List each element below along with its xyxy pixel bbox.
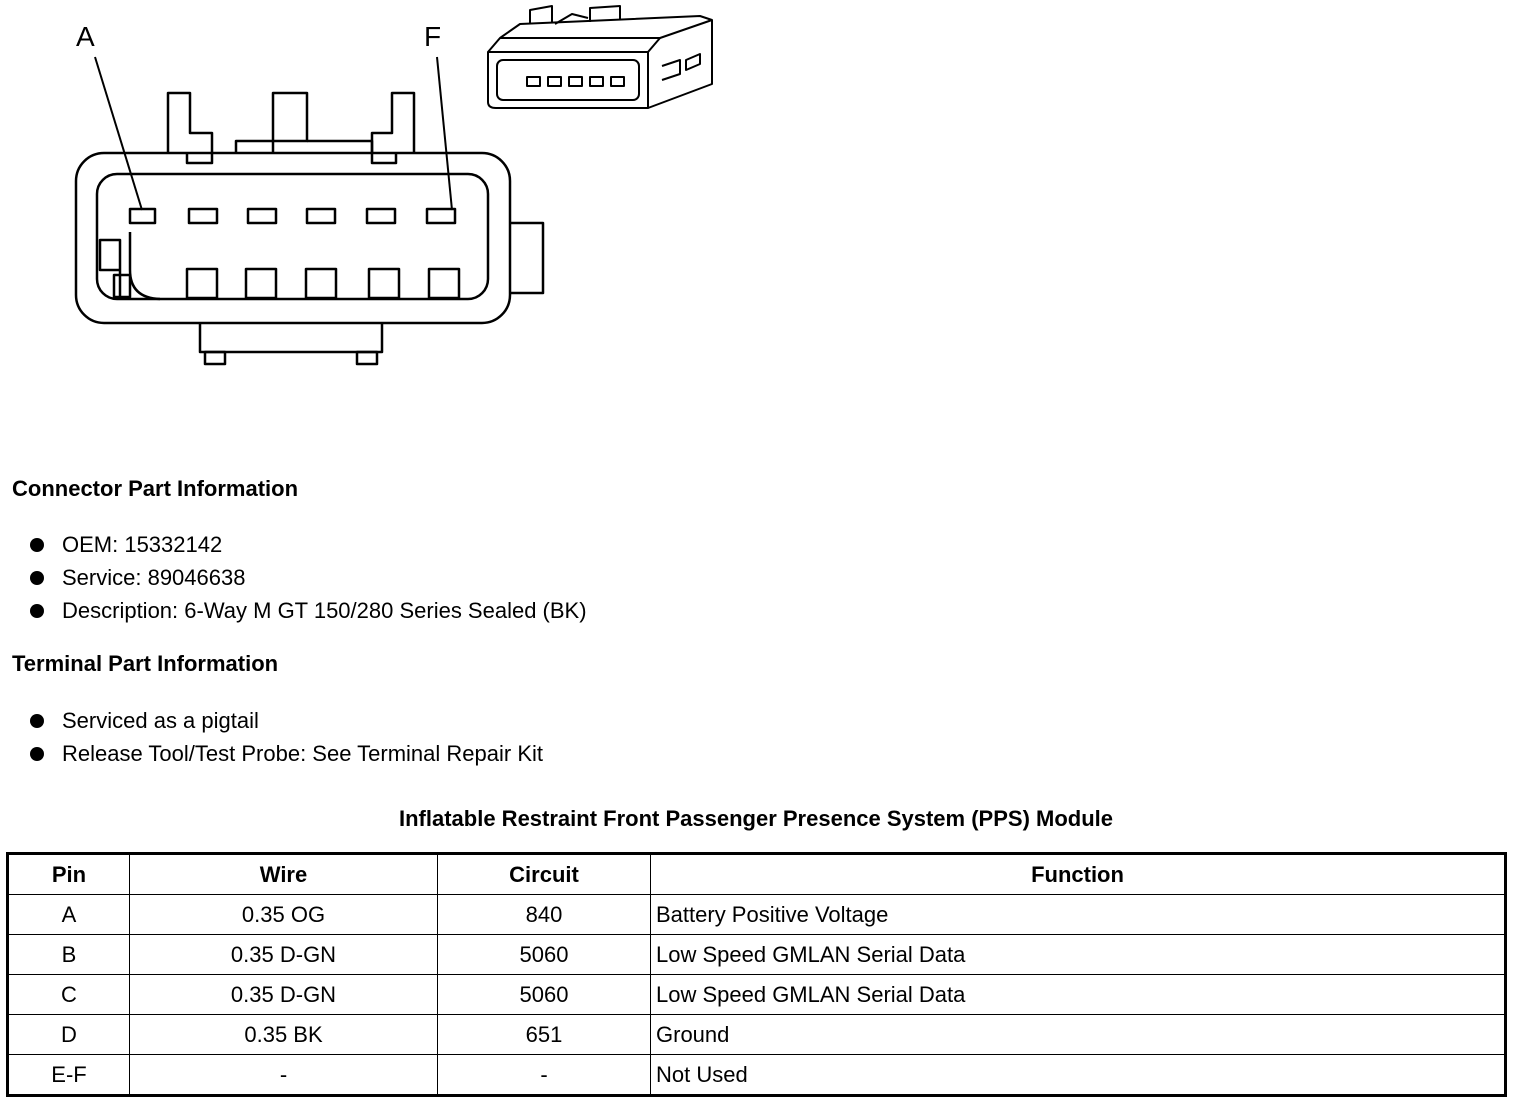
table-title: Inflatable Restraint Front Passenger Pre… [399,806,1113,831]
function-cell: Not Used [650,1054,1506,1096]
pin-label-a: A [76,21,95,52]
table-row: B 0.35 D-GN 5060 Low Speed GMLAN Serial … [7,934,1506,975]
connector-part-info-list: OEM: 15332142 Service: 89046638 Descript… [28,528,587,627]
pin-label-f: F [424,21,441,52]
circuit-cell: 5060 [437,934,651,975]
table-row: E-F - - Not Used [7,1054,1506,1096]
bullet-icon [30,571,44,585]
bullet-icon [30,538,44,552]
column-header-circuit: Circuit [437,853,651,895]
pin-cell: D [7,1014,130,1055]
connector-diagram: A F [74,5,713,366]
table-row: A 0.35 OG 840 Battery Positive Voltage [7,894,1506,935]
bullet-icon [30,747,44,761]
terminal-part-info-heading: Terminal Part Information [12,651,279,676]
connector-part-info-heading: Connector Part Information [12,476,299,501]
circuit-cell: 651 [437,1014,651,1055]
column-header-pin: Pin [7,853,130,895]
function-cell: Ground [650,1014,1506,1055]
pin-cell: E-F [7,1054,130,1096]
service-number: Service: 89046638 [62,565,246,590]
terminal-service-note: Serviced as a pigtail [62,708,259,733]
terminal-part-info-list: Serviced as a pigtail Release Tool/Test … [28,704,543,770]
list-item: Serviced as a pigtail [28,704,543,737]
function-cell: Battery Positive Voltage [650,894,1506,935]
table-header-row: Pin Wire Circuit Function [7,853,1506,895]
oem-number: OEM: 15332142 [62,532,223,557]
wire-cell: 0.35 D-GN [129,934,438,975]
wire-cell: - [129,1054,438,1096]
pinout-table: Pin Wire Circuit Function A 0.35 OG 840 … [6,852,1507,1097]
release-tool-note: Release Tool/Test Probe: See Terminal Re… [62,741,543,766]
function-cell: Low Speed GMLAN Serial Data [650,934,1506,975]
circuit-cell: 840 [437,894,651,935]
list-item: Service: 89046638 [28,561,587,594]
pin-cell: A [7,894,130,935]
bullet-icon [30,714,44,728]
table-row: C 0.35 D-GN 5060 Low Speed GMLAN Serial … [7,974,1506,1015]
table-row: D 0.35 BK 651 Ground [7,1014,1506,1055]
connector-description: Description: 6-Way M GT 150/280 Series S… [62,598,587,623]
circuit-cell: - [437,1054,651,1096]
wire-cell: 0.35 BK [129,1014,438,1055]
wire-cell: 0.35 D-GN [129,974,438,1015]
column-header-function: Function [650,853,1506,895]
list-item: Description: 6-Way M GT 150/280 Series S… [28,594,587,627]
wire-cell: 0.35 OG [129,894,438,935]
column-header-wire: Wire [129,853,438,895]
list-item: Release Tool/Test Probe: See Terminal Re… [28,737,543,770]
bullet-icon [30,604,44,618]
circuit-cell: 5060 [437,974,651,1015]
pin-cell: C [7,974,130,1015]
function-cell: Low Speed GMLAN Serial Data [650,974,1506,1015]
pin-cell: B [7,934,130,975]
connector-3d-view [487,5,713,109]
list-item: OEM: 15332142 [28,528,587,561]
